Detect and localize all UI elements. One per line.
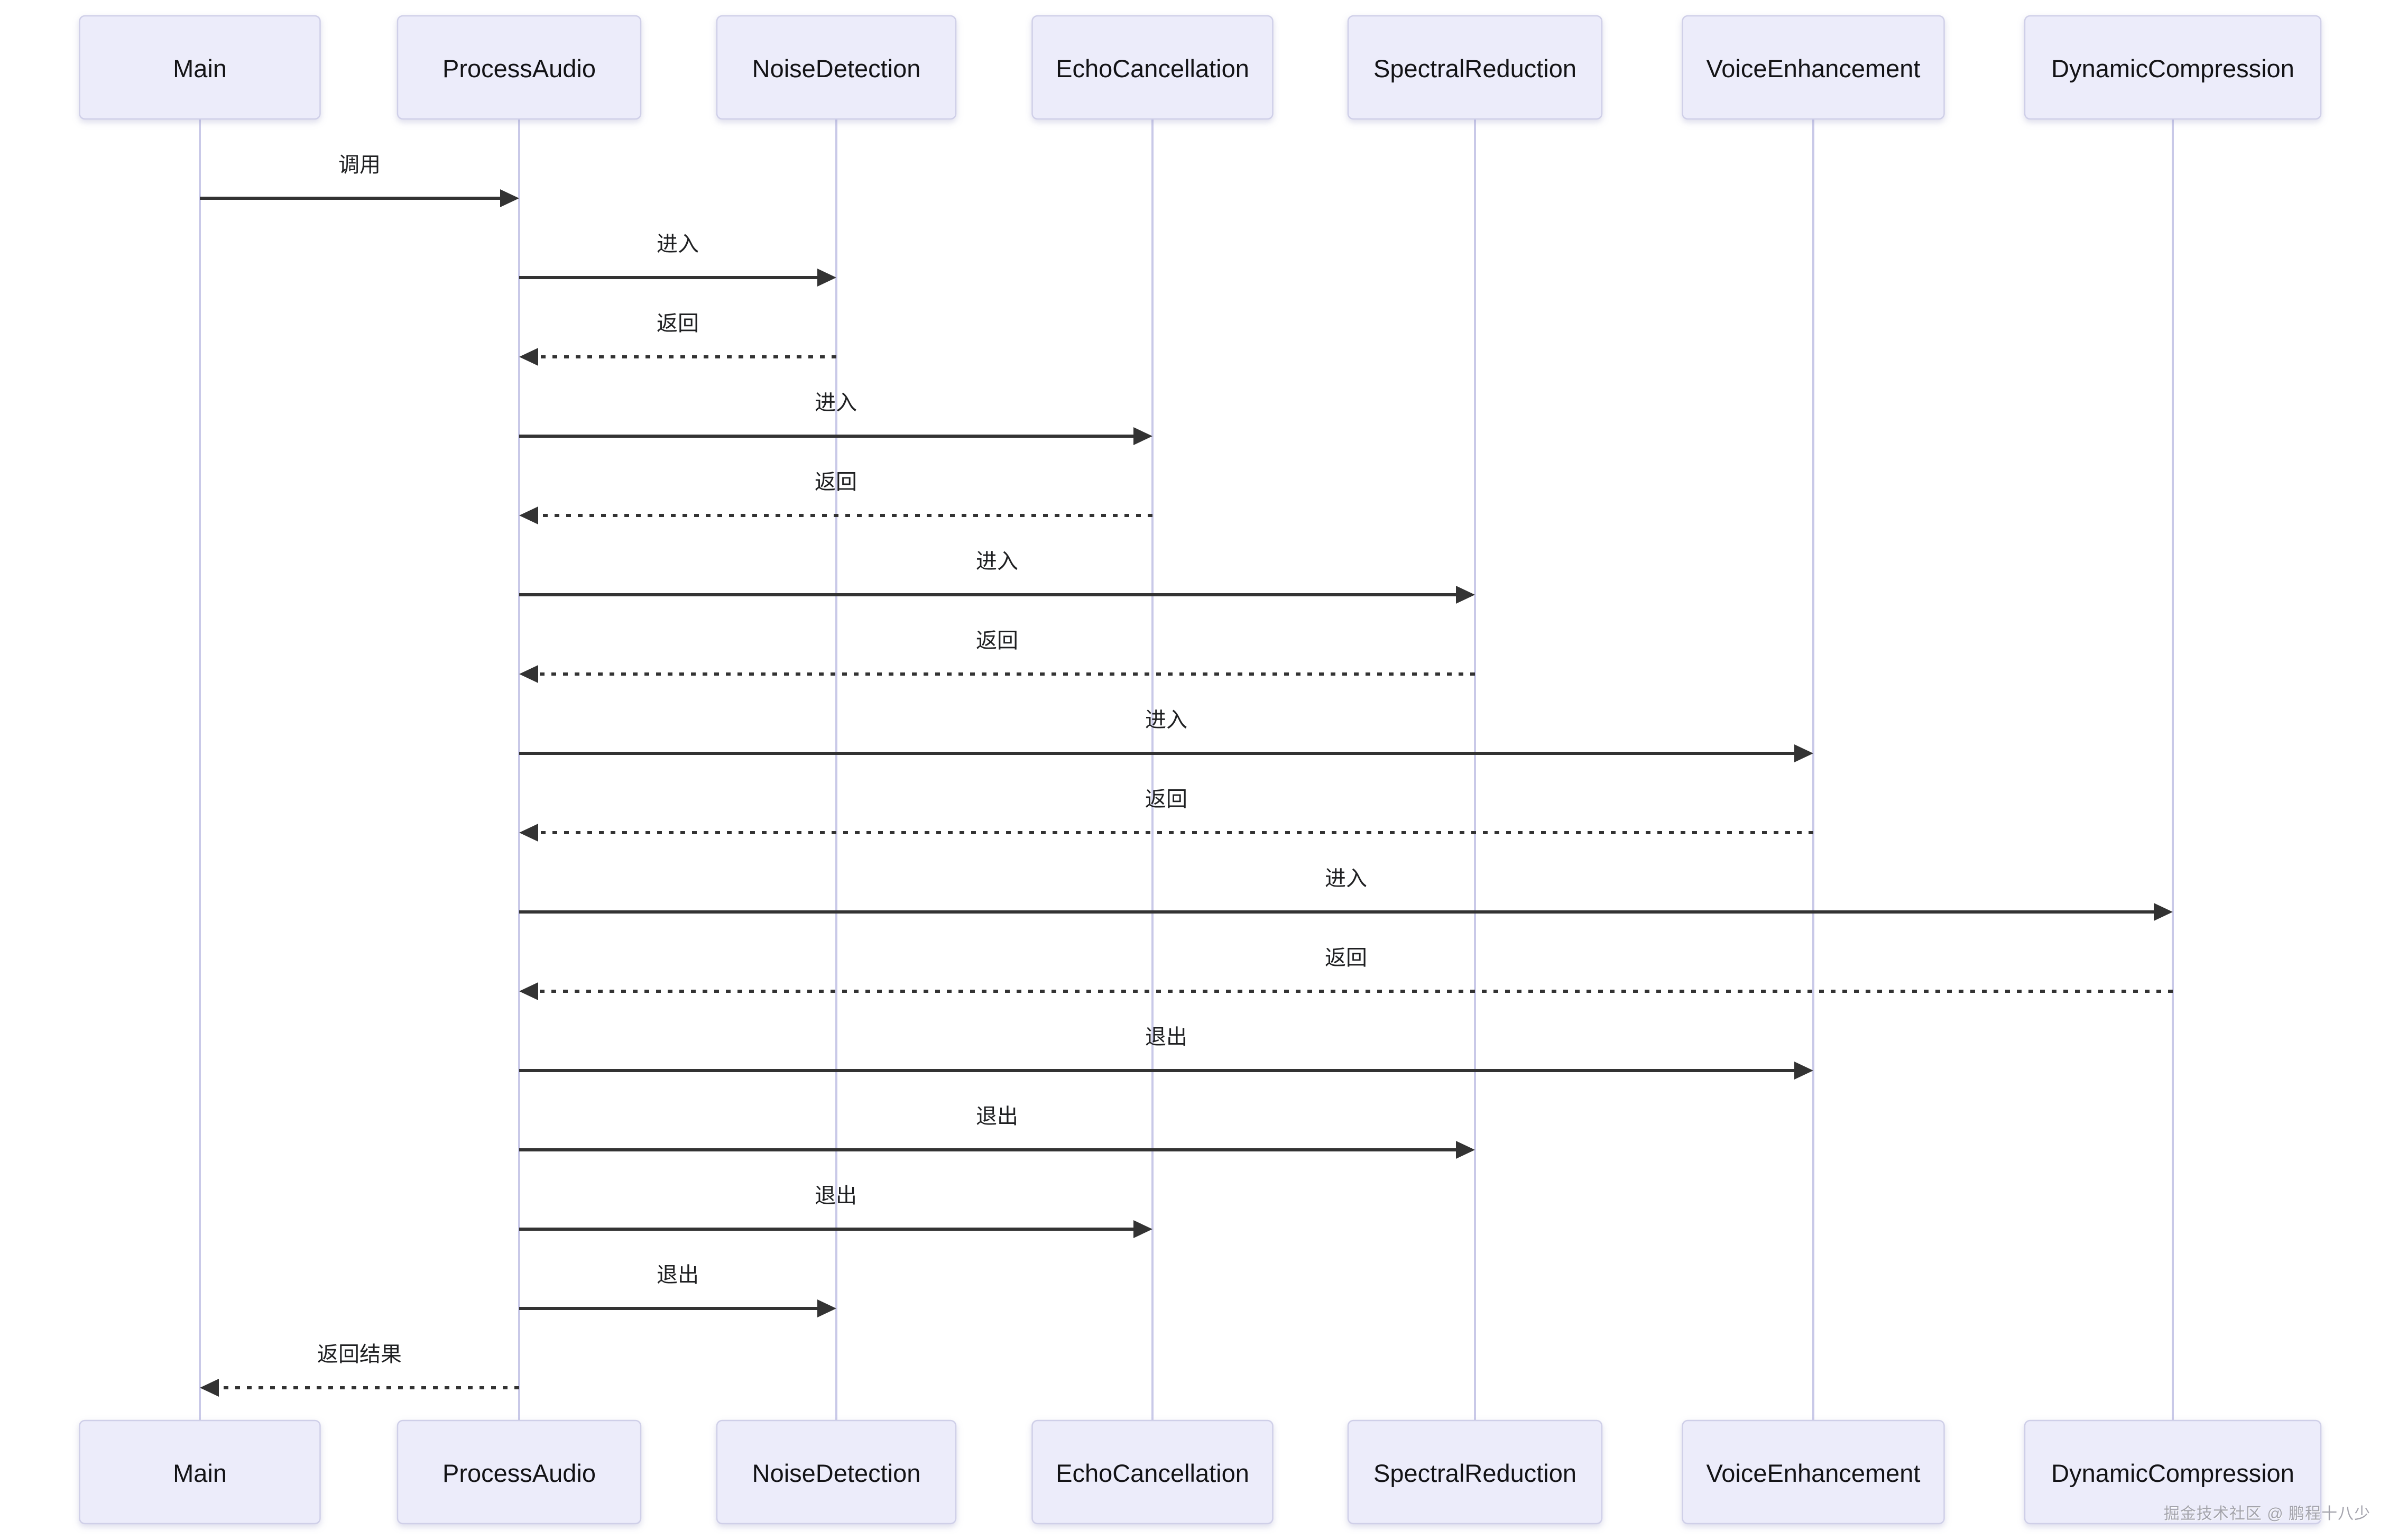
participant-label-bottom: SpectralReduction [1373, 1459, 1576, 1487]
message-label-13: 退出 [815, 1184, 857, 1207]
arrowhead-icon [817, 1299, 836, 1317]
message-label-6: 返回 [976, 629, 1018, 652]
message-label-5: 进入 [976, 550, 1018, 573]
participant-label-top: NoiseDetection [752, 54, 921, 82]
participant-label-bottom: ProcessAudio [442, 1459, 596, 1487]
message-label-7: 进入 [1145, 708, 1187, 732]
arrowhead-icon [2154, 903, 2173, 921]
arrowhead-icon [1133, 427, 1152, 445]
arrowhead-icon [500, 189, 519, 207]
participant-box-top-ProcessAudio [396, 15, 642, 120]
arrowhead-icon [1794, 744, 1813, 762]
message-label-1: 进入 [657, 233, 699, 256]
participant-box-bottom-SpectralReduction [1347, 1419, 1603, 1525]
participant-label-top: VoiceEnhancement [1706, 54, 1920, 82]
participant-label-bottom: DynamicCompression [2051, 1459, 2294, 1487]
message-label-9: 进入 [1325, 867, 1367, 890]
participant-box-top-NoiseDetection [716, 15, 957, 120]
arrowhead-icon [1794, 1062, 1813, 1080]
message-label-14: 退出 [657, 1264, 699, 1287]
message-label-0: 调用 [338, 153, 381, 177]
participant-label-bottom: Main [173, 1459, 227, 1487]
message-label-11: 退出 [1145, 1026, 1187, 1049]
arrowhead-icon [519, 506, 538, 524]
message-label-8: 返回 [1145, 788, 1187, 811]
participant-box-top-VoiceEnhancement [1682, 15, 1945, 120]
participant-box-bottom-VoiceEnhancement [1682, 1419, 1945, 1525]
participant-label-bottom: VoiceEnhancement [1706, 1459, 1920, 1487]
participant-box-bottom-ProcessAudio [396, 1419, 642, 1525]
participant-box-top-SpectralReduction [1347, 15, 1603, 120]
participant-label-top: Main [173, 54, 227, 82]
participant-label-top: EchoCancellation [1056, 54, 1249, 82]
message-label-10: 返回 [1325, 946, 1367, 970]
message-label-2: 返回 [657, 312, 699, 335]
participant-label-bottom: EchoCancellation [1056, 1459, 1249, 1487]
participant-box-top-Main [79, 15, 321, 120]
arrowhead-icon [817, 269, 836, 287]
arrowhead-icon [1456, 586, 1475, 604]
arrowhead-icon [1133, 1220, 1152, 1238]
arrowhead-icon [519, 348, 538, 366]
arrowhead-icon [519, 824, 538, 842]
participant-label-bottom: NoiseDetection [752, 1459, 921, 1487]
participant-label-top: SpectralReduction [1373, 54, 1576, 82]
message-label-12: 退出 [976, 1105, 1018, 1128]
participant-label-top: ProcessAudio [442, 54, 596, 82]
message-label-15: 返回结果 [317, 1343, 402, 1366]
arrowhead-icon [200, 1379, 219, 1397]
watermark: 掘金技术社区 @ 鹏程十八少 [2163, 1505, 2371, 1523]
arrowhead-icon [1456, 1141, 1475, 1159]
participant-box-bottom-Main [79, 1419, 321, 1525]
participant-box-bottom-DynamicCompression [2024, 1419, 2322, 1525]
participant-box-top-EchoCancellation [1031, 15, 1274, 120]
participant-box-top-DynamicCompression [2024, 15, 2322, 120]
message-label-4: 返回 [815, 471, 857, 494]
arrowhead-icon [519, 982, 538, 1000]
participant-box-bottom-NoiseDetection [716, 1419, 957, 1525]
arrowhead-icon [519, 665, 538, 683]
participant-label-top: DynamicCompression [2051, 54, 2294, 82]
participant-box-bottom-EchoCancellation [1031, 1419, 1274, 1525]
message-label-3: 进入 [815, 391, 857, 414]
